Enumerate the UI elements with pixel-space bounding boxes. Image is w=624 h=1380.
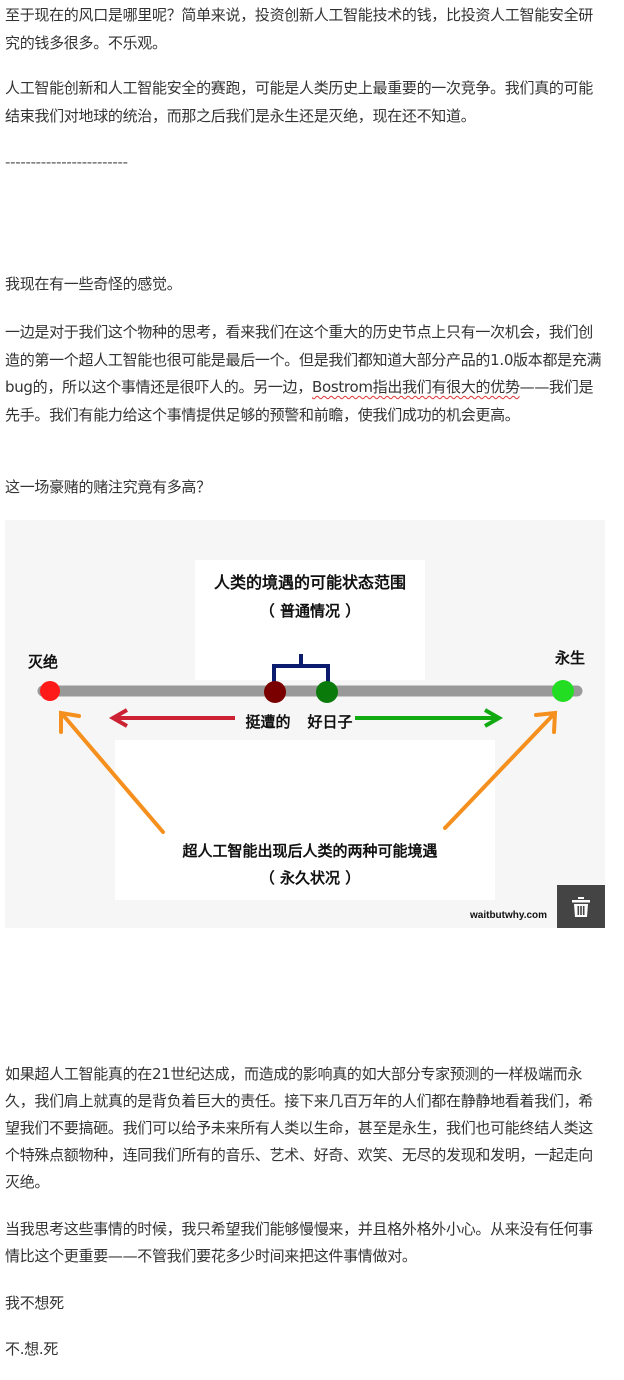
- paragraph: 人工智能创新和人工智能安全的赛跑，可能是人类历史上最重要的一次竞争。我们真的可能…: [5, 79, 594, 125]
- paragraph: 至于现在的风口是哪里呢？简单来说，投资创新人工智能技术的钱，比投资人工智能安全研…: [5, 6, 594, 52]
- good-dot: [316, 681, 338, 703]
- stakes-diagram: 人类的境遇的可能状态范围 （ 普通情况 ） 灭绝 永生 挺遭的 好日子 超人工智…: [5, 520, 605, 928]
- good-label: 好日子: [306, 713, 352, 731]
- spellcheck-text: Bostrom指出我们有很大的优势: [311, 378, 520, 396]
- extinct-label: 灭绝: [27, 653, 58, 671]
- paragraph: 不.想.死: [5, 1340, 59, 1358]
- red-arrow: [108, 708, 235, 728]
- bad-dot: [264, 681, 286, 703]
- bracket: [272, 654, 330, 682]
- diagram-subtitle: （ 普通情况 ）: [260, 602, 360, 620]
- immortal-dot: [552, 680, 574, 702]
- orange-arrow-right: [443, 710, 558, 830]
- delete-image-button[interactable]: [557, 885, 605, 928]
- paragraph: 我不想死: [5, 1294, 64, 1312]
- green-arrow: [355, 708, 504, 728]
- paragraph: 当我思考这些事情的时候，我只希望我们能够慢慢来，并且格外格外小心。从来没有任何事…: [5, 1220, 594, 1265]
- paragraph: 我现在有一些奇怪的感觉。: [5, 275, 182, 293]
- trash-icon: [572, 896, 590, 917]
- watermark: waitbutwhy.com: [470, 910, 548, 921]
- divider-text: ------------------------: [5, 153, 128, 171]
- bottom-title: 超人工智能出现后人类的两种可能境遇: [181, 842, 437, 860]
- bad-label: 挺遭的: [245, 713, 290, 731]
- paragraph: 这一场豪赌的赌注究竟有多高？: [5, 478, 211, 496]
- panel: [195, 560, 425, 680]
- orange-arrow-left: [59, 710, 165, 834]
- extinct-dot: [40, 681, 60, 701]
- bottom-subtitle: （ 永久状况 ）: [260, 869, 360, 887]
- panel: [115, 740, 495, 900]
- immortal-label: 永生: [554, 649, 585, 667]
- text: ——我们是先手。我们有能力给这个事情提供足够的预警和前瞻，使我们成功的机会更高。: [5, 378, 594, 424]
- text: 一边是对于我们这个物种的思考，看来我们在这个重大的历史节点上只有一次机会，我们创…: [5, 323, 602, 396]
- diagram-title: 人类的境遇的可能状态范围: [214, 573, 406, 592]
- paragraph: 一边是对于我们这个物种的思考，看来我们在这个重大的历史节点上只有一次机会，我们创…: [5, 319, 605, 429]
- paragraph: 如果超人工智能真的在21世纪达成，而造成的影响真的如大部分专家预测的一样极端而永…: [5, 1065, 594, 1191]
